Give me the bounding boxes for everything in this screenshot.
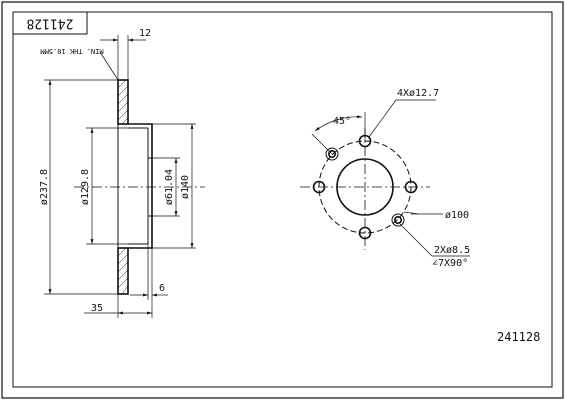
screw-holes-label: 2Xø8.5 <box>434 245 470 256</box>
hat-diameter-label: ø129.8 <box>80 169 91 205</box>
part-number: 241128 <box>497 330 540 344</box>
hub-thickness-label: 6 <box>159 283 165 294</box>
section-view: 12 MIN. THK 10.5MM ø237.8 ø129.8 ø61.04 … <box>39 28 205 318</box>
inner-frame <box>12 11 553 388</box>
bolt-hole <box>312 180 326 194</box>
center-bore-label: ø61.04 <box>164 169 175 205</box>
thickness-label: 12 <box>139 28 151 39</box>
hatching-bottom <box>117 247 129 295</box>
countersink-label: ∠7X90° <box>432 258 468 269</box>
hat-outer-label: ø140 <box>180 175 191 199</box>
stamp-code: 241128 <box>27 16 74 31</box>
center-bore-circle <box>336 158 394 216</box>
screw-hole <box>325 147 339 161</box>
bolt-hole <box>358 226 372 240</box>
bolt-holes-label: 4Xø12.7 <box>397 88 439 99</box>
front-view: 45° 4Xø12.7 ø100 2Xø8.5 ∠7X90° <box>300 88 470 269</box>
offset-label: 35 <box>91 303 103 314</box>
hatching-top <box>117 79 129 125</box>
angle-label: 45° <box>333 116 351 127</box>
bolt-hole <box>404 180 418 194</box>
min-thickness-note: MIN. THK 10.5MM <box>40 47 103 55</box>
outer-diameter-label: ø237.8 <box>39 169 50 205</box>
screw-hole <box>391 213 405 227</box>
stamp-box: 241128 <box>12 11 88 35</box>
pcd-label: ø100 <box>445 210 469 221</box>
